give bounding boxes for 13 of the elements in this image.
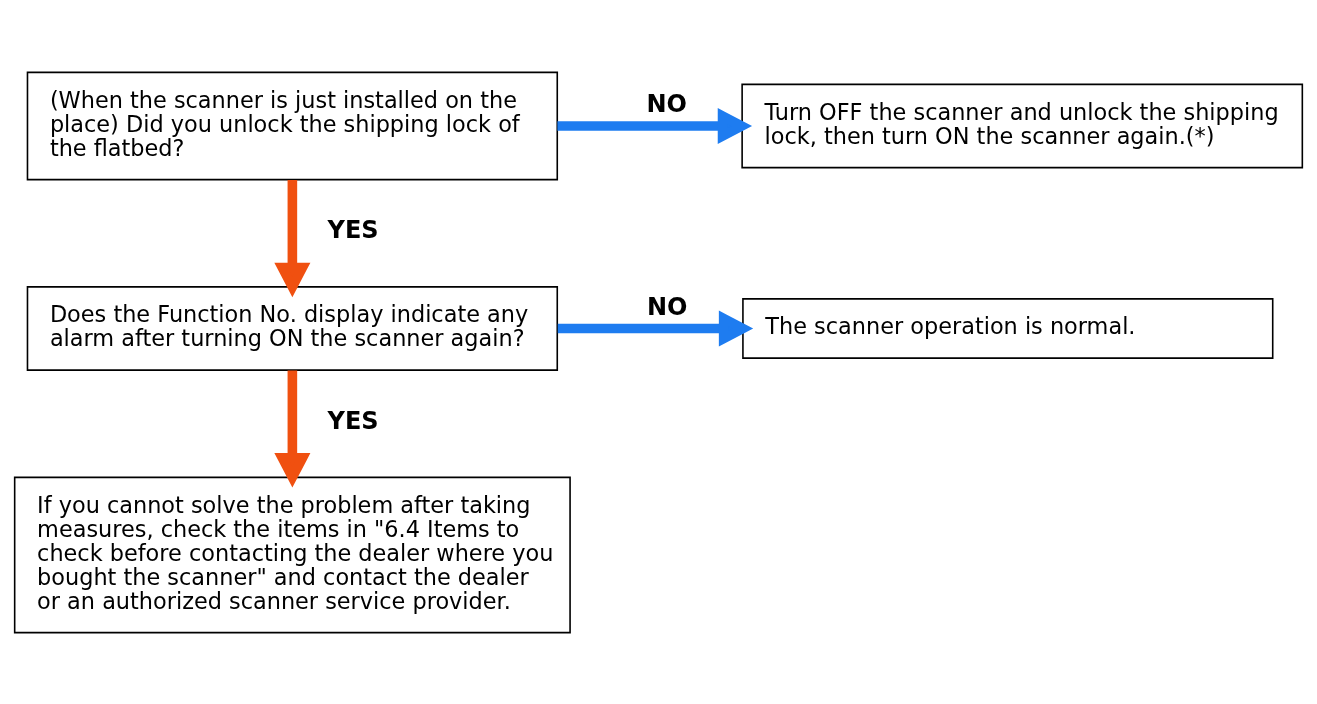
node-box: (When the scanner is just installed on the place) Did you unlock the shipping lock of the flatbed?: [26, 71, 559, 180]
node-box: The scanner operation is normal.: [742, 297, 1274, 359]
node-box: Does the Function No. display indicate any alarm after turning ON the scanner again?: [26, 285, 559, 371]
edge-label: YES: [327, 406, 379, 435]
edge-label: NO: [646, 292, 688, 321]
node-box: Turn OFF the scanner and unlock the shipping lock, then turn ON the scanner again.(*): [741, 83, 1304, 168]
edge-label: YES: [327, 215, 379, 244]
arrow: [274, 179, 311, 297]
arrow: [557, 309, 754, 347]
arrow: [557, 107, 753, 144]
edge-label: NO: [646, 89, 687, 118]
arrow: [274, 370, 311, 487]
node-box: If you cannot solve the problem after taking measures, check the items in "6.4 Items to check before contacting the dealer where you bought the scanner" and contact the dealer or an authorized scanner service provider.: [13, 476, 571, 633]
